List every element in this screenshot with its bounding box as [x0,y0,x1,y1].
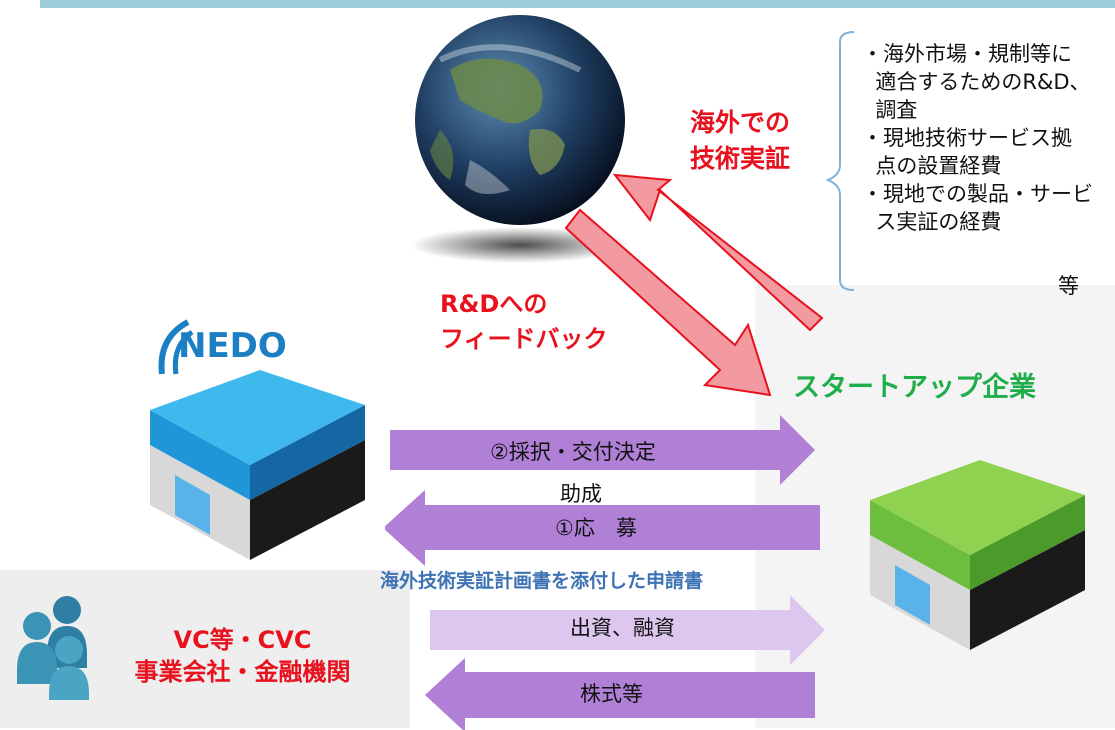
adoption-arrow [390,415,815,485]
cost-item: 適合するためのR&D、 [862,70,1091,94]
cost-item: ・現地技術サービス拠 [862,126,1072,150]
earth-globe-icon [410,15,630,263]
top-accent-bar [40,0,1115,8]
application-doc-label: 海外技術実証計画書を添付した申請書 [380,570,704,592]
cost-item: 点の設置経費 [862,154,1002,178]
cost-items-etc: 等 [1058,274,1079,298]
cost-item: ・現地での製品・サービ [862,182,1093,206]
arrow-up-to-globe [612,173,824,332]
bracket-icon [825,31,855,291]
startup-building-icon [870,460,1085,650]
apply-arrow [385,490,820,566]
investment-label: 出資、融資 [570,616,675,640]
cost-item: ス実証の経費 [862,210,1002,234]
nedo-building-icon [150,370,365,560]
feedback-label: R&Dへの フィードバック [440,290,608,353]
grant-label: 助成 [560,482,602,506]
cost-items-list: ・海外市場・規制等に 適合するためのR&D、 調査 ・現地技術サービス拠 点の設… [862,40,1112,236]
investment-arrow [430,595,825,665]
nedo-swoosh-icon [158,319,194,375]
arrow-down-to-startup [564,208,772,397]
adoption-label: ②採択・交付決定 [490,440,656,464]
globe-startup-arrows [564,173,824,397]
shares-arrow [425,658,815,730]
apply-label: ①応 募 [555,516,637,540]
overseas-demo-label: 海外での 技術実証 [690,108,791,173]
funding-arrows [385,415,825,730]
startup-label: スタートアップ企業 [793,372,1036,403]
people-icon [17,596,89,700]
investors-label: VC等・CVC 事業会社・金融機関 [134,626,351,686]
shares-label: 株式等 [580,682,643,706]
cost-item: 調査 [862,98,918,122]
nedo-logo-text: NEDO [178,326,287,366]
cost-item: ・海外市場・規制等に [862,42,1072,66]
nedo-logo: NEDO [148,318,308,378]
